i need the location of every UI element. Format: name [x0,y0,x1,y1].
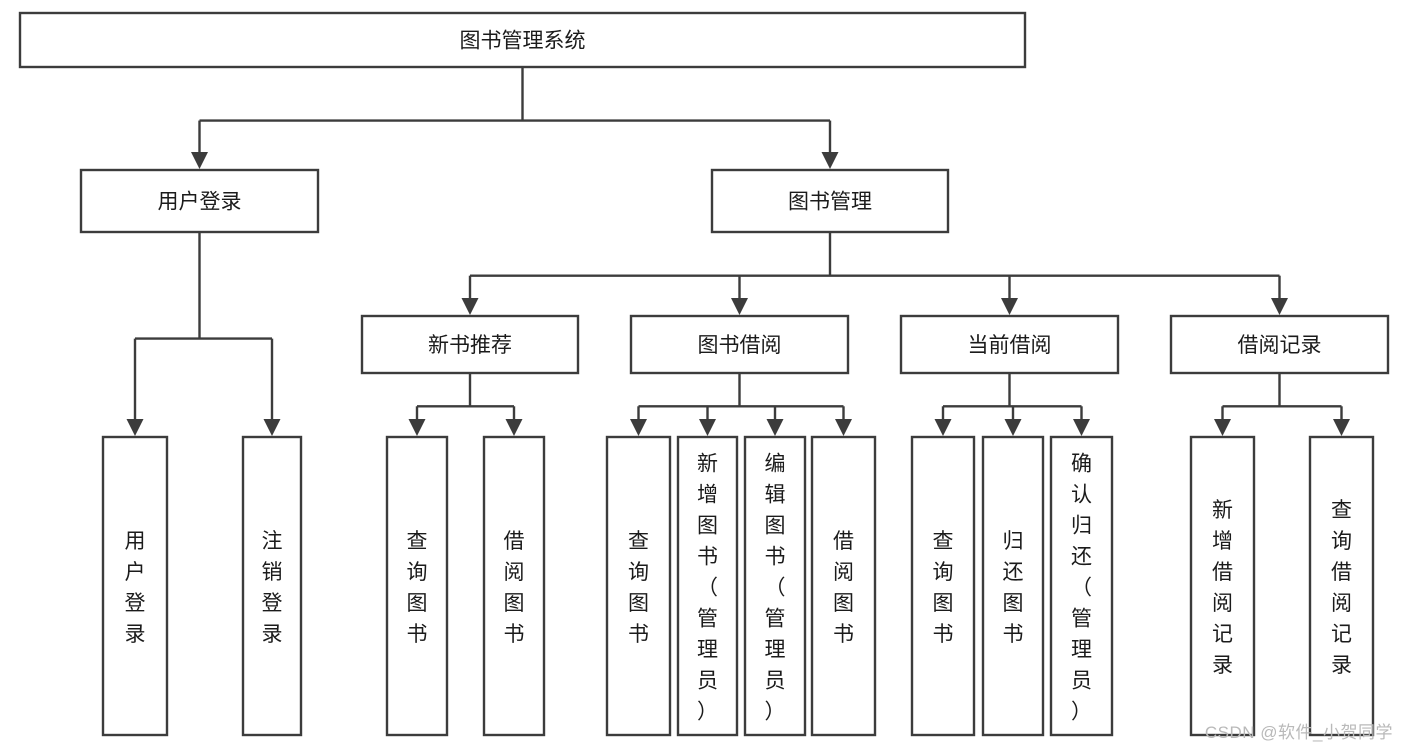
node-leaf-logout[interactable]: 注销登录 [241,435,303,737]
connector-lines [126,67,1350,436]
edge-group-root [191,67,839,169]
node-user-login[interactable]: 用户登录 [79,168,320,234]
node-leaf-borrow-book-1-label: 借阅图书 [504,530,525,646]
node-leaf-query-book-2[interactable]: 查询图书 [605,435,672,737]
node-leaf-user-login-box [101,435,169,737]
node-leaf-borrow-book-1-box [482,435,546,737]
node-new-book-recommend-box [360,314,580,375]
arrow-head-icon [699,419,716,436]
arrow-head-icon [1333,419,1350,436]
node-leaf-borrow-book-1[interactable]: 借阅图书 [482,435,546,737]
edge-group-user-login [126,232,281,436]
arrow-head-icon [934,419,952,436]
node-root[interactable]: 图书管理系统 [18,11,1027,69]
arrow-head-icon [731,298,748,315]
node-leaf-add-borrow-record[interactable]: 新增借阅记录 [1189,435,1256,737]
node-book-management-label: 图书管理 [788,191,872,214]
arrow-head-icon [1004,419,1022,436]
node-leaf-edit-book-box [743,435,807,737]
node-leaf-user-login-label: 用户登录 [125,530,146,646]
arrow-head-icon [1214,419,1231,436]
node-leaf-add-book-label: 新增图书（管理员） [697,453,718,724]
node-user-login-label: 用户登录 [158,191,242,214]
node-borrow-record-label: 借阅记录 [1238,334,1322,357]
arrow-head-icon [408,419,426,436]
node-new-book-recommend-label: 新书推荐 [428,334,512,357]
node-leaf-confirm-return-label: 确认归还（管理员） [1071,453,1092,724]
node-leaf-return-book-box [981,435,1045,737]
arrow-head-icon [835,419,852,436]
node-leaf-add-book-box [676,435,739,737]
node-leaf-user-login[interactable]: 用户登录 [101,435,169,737]
arrow-head-icon [461,298,479,315]
node-leaf-edit-book-label: 编辑图书（管理员） [765,453,786,724]
edge-group-book-borrow [630,373,852,436]
arrow-head-icon [1001,298,1018,315]
arrow-head-icon [766,419,784,436]
watermark-text: CSDN @软件_小贺同学 [1204,723,1393,742]
node-user-login-box [79,168,320,234]
node-root-box [18,11,1027,69]
node-leaf-confirm-return-box [1049,435,1114,737]
node-borrow-record[interactable]: 借阅记录 [1169,314,1390,375]
node-boxes: 图书管理系统用户登录图书管理新书推荐图书借阅当前借阅借阅记录用户登录注销登录查询… [18,11,1390,737]
arrow-head-icon [191,152,208,169]
edge-group-current-borrow [934,373,1090,436]
node-leaf-query-book-1-label: 查询图书 [407,530,428,646]
arrow-head-icon [630,419,647,436]
edge-group-new-book-recommend [408,373,523,436]
node-leaf-confirm-return[interactable]: 确认归还（管理员） [1049,435,1114,737]
edge-group-book-management [461,232,1288,315]
node-leaf-query-book-3[interactable]: 查询图书 [910,435,976,737]
arrow-head-icon [505,419,523,436]
node-leaf-add-book[interactable]: 新增图书（管理员） [676,435,739,737]
node-leaf-add-borrow-record-label: 新增借阅记录 [1212,499,1233,677]
node-leaf-borrow-book-2-label: 借阅图书 [833,530,854,646]
node-leaf-query-book-3-label: 查询图书 [933,530,954,646]
arrow-head-icon [126,419,144,436]
node-leaf-query-book-1[interactable]: 查询图书 [385,435,449,737]
node-new-book-recommend[interactable]: 新书推荐 [360,314,580,375]
node-current-borrow-label: 当前借阅 [968,334,1052,357]
node-current-borrow[interactable]: 当前借阅 [899,314,1120,375]
node-leaf-return-book-label: 归还图书 [1003,530,1024,646]
node-leaf-logout-label: 注销登录 [262,530,283,646]
node-leaf-query-book-3-box [910,435,976,737]
node-leaf-query-borrow-record[interactable]: 查询借阅记录 [1308,435,1375,737]
arrow-head-icon [821,152,839,169]
arrow-head-icon [263,419,281,436]
node-book-management[interactable]: 图书管理 [710,168,950,234]
node-borrow-record-box [1169,314,1390,375]
node-book-management-box [710,168,950,234]
node-leaf-logout-box [241,435,303,737]
node-leaf-borrow-book-2-box [810,435,877,737]
node-leaf-query-book-2-label: 查询图书 [628,530,649,646]
node-leaf-return-book[interactable]: 归还图书 [981,435,1045,737]
node-leaf-query-book-2-box [605,435,672,737]
edge-group-borrow-record [1214,373,1350,436]
node-current-borrow-box [899,314,1120,375]
node-leaf-add-borrow-record-box [1189,435,1256,737]
node-leaf-query-borrow-record-label: 查询借阅记录 [1331,499,1352,677]
arrow-head-icon [1271,298,1288,315]
arrow-head-icon [1073,419,1090,436]
node-leaf-edit-book[interactable]: 编辑图书（管理员） [743,435,807,737]
node-leaf-query-borrow-record-box [1308,435,1375,737]
node-book-borrow[interactable]: 图书借阅 [629,314,850,375]
node-book-borrow-box [629,314,850,375]
node-book-borrow-label: 图书借阅 [698,334,782,357]
node-root-label: 图书管理系统 [460,30,586,53]
node-leaf-query-book-1-box [385,435,449,737]
node-leaf-borrow-book-2[interactable]: 借阅图书 [810,435,877,737]
